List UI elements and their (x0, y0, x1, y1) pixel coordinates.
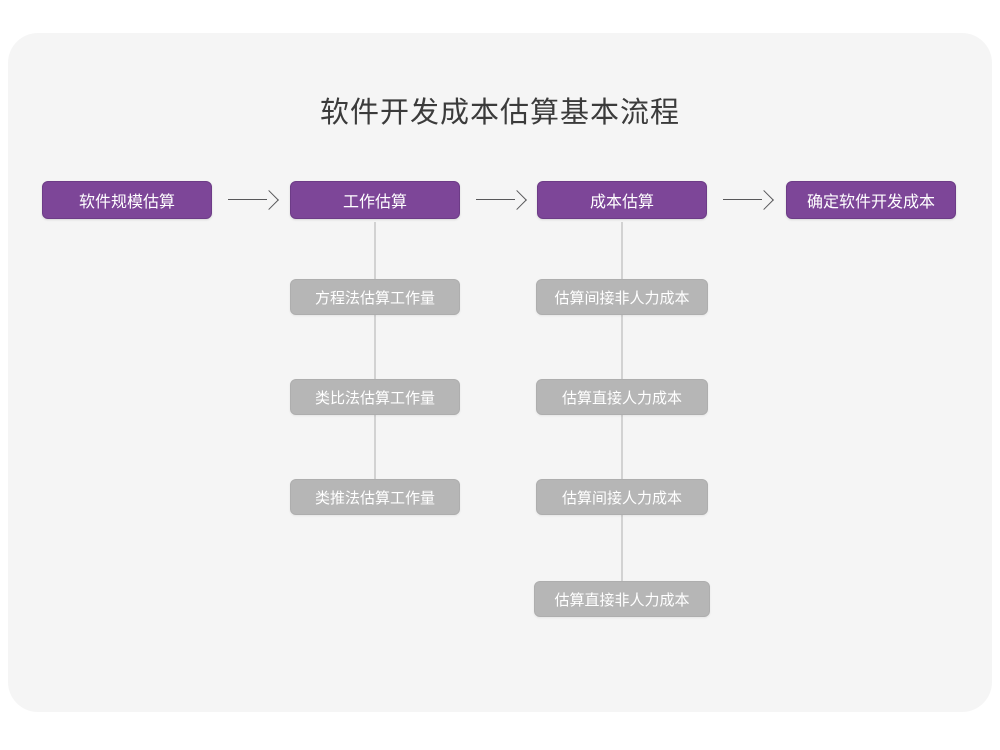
connector-line-work-branch (374, 222, 376, 497)
flow-node-determine-development-cost[interactable]: 确定软件开发成本 (786, 181, 956, 219)
arrow-head (754, 189, 774, 210)
arrow-shaft (228, 199, 267, 201)
arrow-head (259, 189, 279, 210)
arrow-head (507, 189, 527, 210)
branch-node-indirect-nonlabor-cost[interactable]: 估算间接非人力成本 (536, 279, 708, 315)
arrow-right-icon-2 (476, 189, 527, 210)
flow-node-software-size-estimation[interactable]: 软件规模估算 (42, 181, 212, 219)
branch-node-inference-method-workload[interactable]: 类推法估算工作量 (290, 479, 460, 515)
arrow-right-icon-3 (723, 189, 774, 210)
arrow-shaft (723, 199, 762, 201)
arrow-shaft (476, 199, 515, 201)
branch-node-direct-labor-cost[interactable]: 估算直接人力成本 (536, 379, 708, 415)
branch-node-analogy-method-workload[interactable]: 类比法估算工作量 (290, 379, 460, 415)
branch-node-direct-nonlabor-cost[interactable]: 估算直接非人力成本 (534, 581, 710, 617)
flow-node-work-estimation[interactable]: 工作估算 (290, 181, 460, 219)
arrow-right-icon-1 (228, 189, 279, 210)
branch-node-equation-method-workload[interactable]: 方程法估算工作量 (290, 279, 460, 315)
diagram-card-background (8, 33, 992, 712)
flow-node-cost-estimation[interactable]: 成本估算 (537, 181, 707, 219)
diagram-title: 软件开发成本估算基本流程 (319, 97, 680, 129)
branch-node-indirect-labor-cost[interactable]: 估算间接人力成本 (536, 479, 708, 515)
